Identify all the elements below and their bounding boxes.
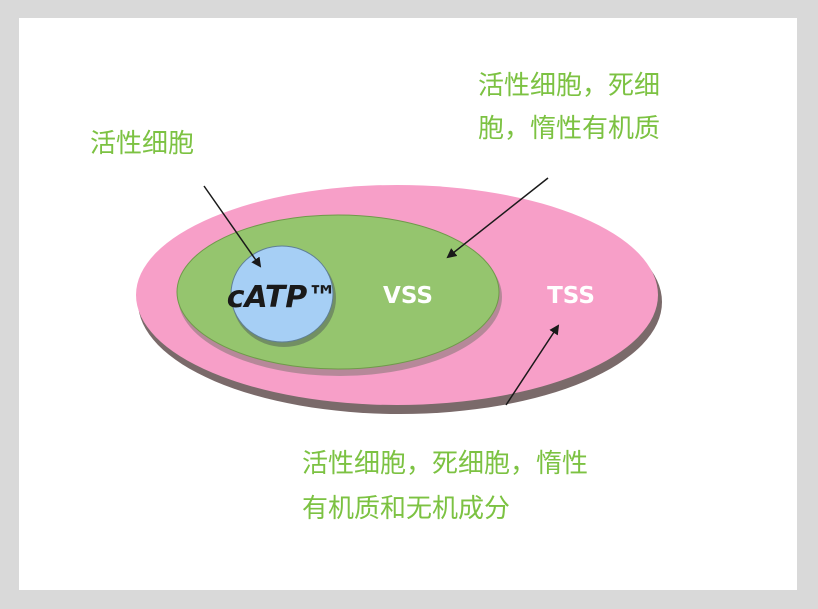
arrow-to-tss: [505, 324, 560, 406]
vss-region-label: VSS: [383, 283, 433, 309]
tss-region-label: TSS: [547, 283, 595, 309]
middle-note-line1: 活性细胞，死细: [478, 71, 661, 101]
inner-note: 活性细胞: [90, 129, 195, 159]
vss-ellipse: [176, 214, 500, 370]
middle-note-line2: 胞，惰性有机质: [478, 114, 661, 144]
outer-note-line2: 有机质和无机成分: [302, 494, 511, 524]
arrow-to-vss: [446, 177, 549, 259]
outer-note-line1: 活性细胞，死细胞，惰性: [302, 449, 589, 479]
arrow-to-catp: [203, 185, 262, 268]
catp-circle: [230, 245, 334, 343]
catp-region-label: cATP™: [227, 280, 338, 315]
